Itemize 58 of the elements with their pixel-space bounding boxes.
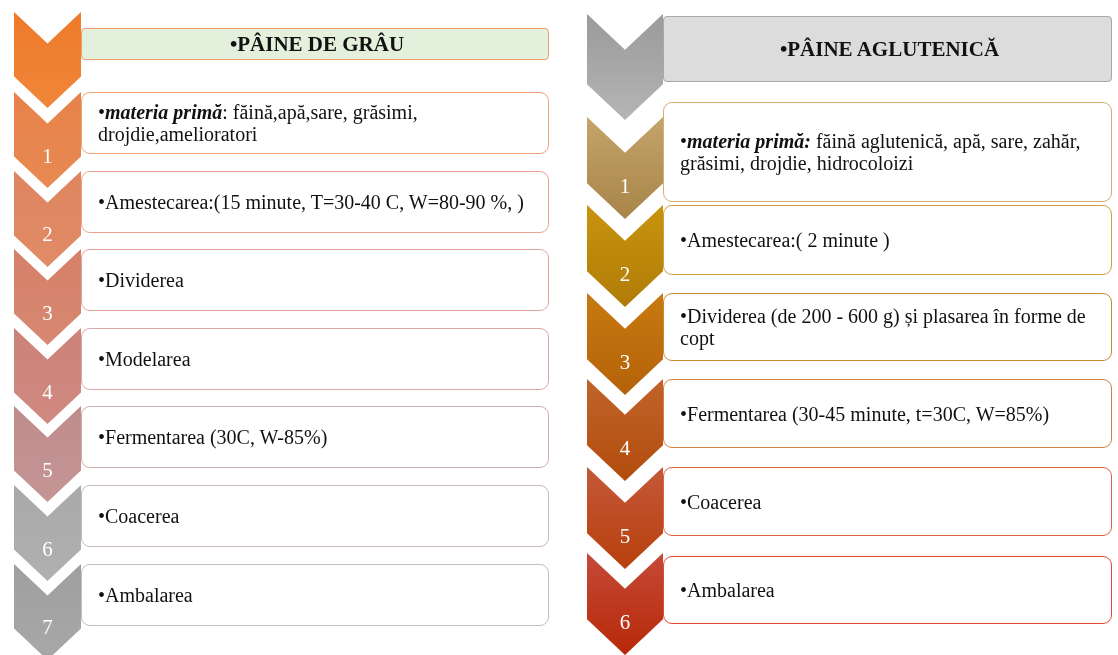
- step-text: •Modelarea: [98, 347, 191, 370]
- chevron-marker: [14, 170, 81, 267]
- step-box: [81, 563, 549, 626]
- step-text: •Fermentarea (30-45 minute, t=30C, W=85%): [680, 402, 1050, 425]
- chevron-marker: [587, 205, 663, 307]
- step-box: [81, 249, 549, 312]
- step-text: •materia primă: făină,apă,sare, grăsimi, drojdie,amelioratori: [98, 101, 419, 145]
- step-box: [81, 327, 549, 390]
- step-box: [81, 485, 549, 547]
- step-number: 6: [618, 609, 632, 635]
- step-number: 4: [618, 435, 632, 461]
- chevron-marker: [14, 249, 81, 346]
- step-number: 7: [41, 615, 54, 641]
- step-box: [81, 406, 549, 469]
- step-box: [663, 102, 1112, 202]
- chevron-marker: [587, 293, 663, 395]
- step-box: [663, 379, 1112, 448]
- step-box: [663, 467, 1112, 536]
- step-box: [663, 293, 1112, 361]
- step-text: •Ambalarea: [98, 583, 193, 606]
- step-number: 6: [41, 536, 54, 562]
- chevron-marker: [587, 14, 663, 120]
- step-number: 3: [41, 301, 54, 326]
- step-number: 5: [41, 458, 54, 484]
- chevron-marker: [14, 406, 81, 503]
- step-text: •Dividerea: [98, 269, 184, 292]
- chevron-marker: [587, 379, 663, 481]
- step-number: 3: [618, 349, 632, 375]
- chevron-marker: [14, 12, 81, 108]
- chevron-marker: [587, 467, 663, 569]
- step-number: 5: [618, 523, 632, 549]
- step-box: [663, 205, 1112, 275]
- step-box: [81, 170, 549, 233]
- column-title: •PÂINE DE GRÂU: [229, 31, 405, 57]
- step-number: 1: [41, 143, 54, 169]
- column-title: •PÂINE AGLUTENICĂ: [779, 36, 1000, 62]
- chevron-marker: [14, 327, 81, 424]
- step-text: •Amestecarea:(15 minute, T=30-40 C, W=80-90 %, ): [98, 190, 524, 213]
- chevron-marker: [14, 92, 81, 188]
- step-text: •Dividerea (de 200 - 600 g) și plasarea în forme de copt: [680, 305, 1087, 349]
- step-text: •Ambalarea: [680, 579, 775, 601]
- step-number: 2: [618, 261, 632, 287]
- step-text: •Fermentarea (30C, W-85%): [98, 426, 328, 449]
- header-box: [663, 16, 1112, 82]
- step-text: •Coacerea: [98, 505, 180, 527]
- step-text: •Coacerea: [680, 490, 762, 513]
- chevron-marker: [587, 553, 663, 655]
- chevron-marker: [587, 117, 663, 219]
- step-text: •Amestecarea:( 2 minute ): [680, 229, 890, 251]
- header-box: [81, 28, 549, 60]
- step-number: 1: [618, 173, 632, 199]
- step-number: 4: [41, 379, 54, 405]
- step-box: [663, 556, 1112, 624]
- chevron-marker: [14, 563, 81, 655]
- step-box: [81, 92, 549, 154]
- step-text: •materia primă: făină aglutenică, apă, sare, zahăr, grăsimi, drojdie, hidrocoloizi: [680, 130, 1082, 174]
- chevron-marker: [14, 485, 81, 581]
- step-number: 2: [41, 222, 54, 248]
